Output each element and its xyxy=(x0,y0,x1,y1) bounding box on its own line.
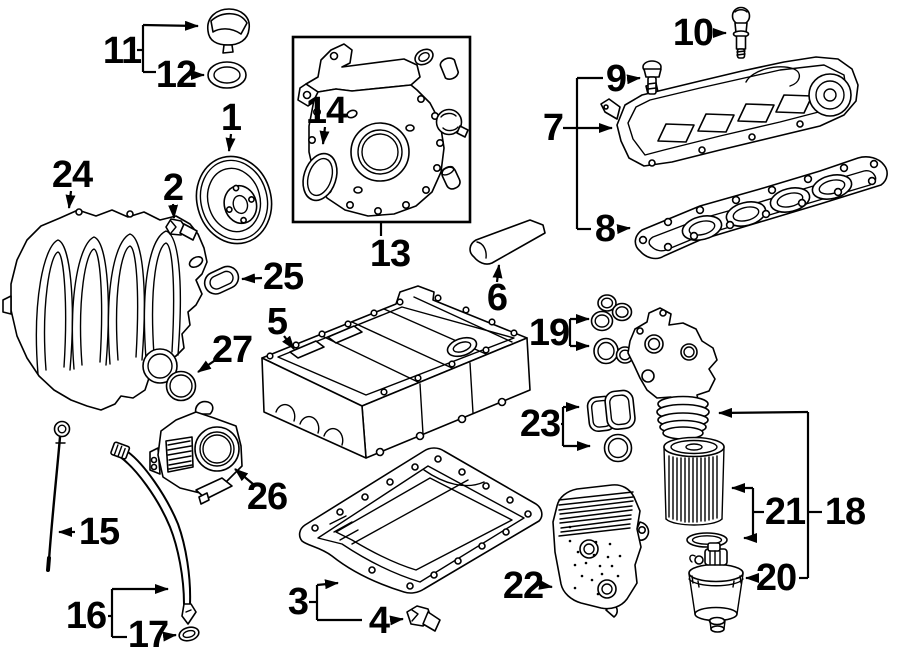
callout-16[interactable]: 16 xyxy=(65,595,107,637)
callout-17[interactable]: 17 xyxy=(127,614,169,656)
callout-19[interactable]: 19 xyxy=(528,312,570,354)
oil-cooler xyxy=(552,484,650,618)
oil-filter-housing xyxy=(627,307,718,440)
callout-25[interactable]: 25 xyxy=(262,256,304,298)
callout-1[interactable]: 1 xyxy=(220,97,242,139)
oil-pan-upper xyxy=(261,285,531,459)
valve-cover xyxy=(600,56,859,167)
callout-18[interactable]: 18 xyxy=(824,491,866,533)
callout-23[interactable]: 23 xyxy=(519,403,561,445)
callout-22[interactable]: 22 xyxy=(502,565,544,607)
callout-21[interactable]: 21 xyxy=(764,491,806,533)
oil-pan-lower xyxy=(298,447,543,594)
callout-13[interactable]: 13 xyxy=(369,233,411,275)
leader-lines xyxy=(58,20,822,642)
callout-10[interactable]: 10 xyxy=(672,12,714,54)
callout-8[interactable]: 8 xyxy=(594,208,616,250)
callout-15[interactable]: 15 xyxy=(78,511,120,553)
timing-cover xyxy=(297,43,445,217)
callout-5[interactable]: 5 xyxy=(266,301,288,343)
callout-26[interactable]: 26 xyxy=(246,476,288,518)
timing-cover-small-seals xyxy=(414,48,469,190)
seal-set xyxy=(590,294,635,365)
oil-filter-cap xyxy=(688,542,744,633)
oil-filter-element xyxy=(663,436,725,526)
mounting-stud xyxy=(731,6,751,59)
dipstick-tube-seal xyxy=(178,626,200,642)
callout-12[interactable]: 12 xyxy=(155,54,197,96)
crankshaft-seal xyxy=(302,152,338,202)
callout-20[interactable]: 20 xyxy=(755,557,797,599)
oil-filler-cap xyxy=(207,8,251,54)
callout-7[interactable]: 7 xyxy=(542,107,564,149)
manifold-seal xyxy=(203,265,240,295)
pulley-bolt xyxy=(165,218,198,241)
filler-cap-seal xyxy=(207,61,247,89)
throttle-body xyxy=(149,400,243,505)
callout-9[interactable]: 9 xyxy=(605,58,627,100)
manifold-o-ring xyxy=(165,370,197,402)
callout-4[interactable]: 4 xyxy=(368,600,390,642)
callout-14[interactable]: 14 xyxy=(305,90,347,132)
callout-3[interactable]: 3 xyxy=(287,581,309,623)
callout-6[interactable]: 6 xyxy=(486,277,508,319)
oil-dipstick xyxy=(46,420,71,572)
callout-2[interactable]: 2 xyxy=(162,167,184,209)
callout-11[interactable]: 11 xyxy=(102,30,142,72)
crankshaft-pulley xyxy=(195,155,273,245)
oil-drain-plug xyxy=(406,605,441,632)
dipstick-tube xyxy=(110,441,197,625)
callout-24[interactable]: 24 xyxy=(51,154,93,196)
valve-cover-gasket xyxy=(634,156,888,260)
sealing-wedge xyxy=(469,219,546,265)
intake-manifold xyxy=(2,208,208,411)
gasket-set xyxy=(586,389,636,463)
callout-27[interactable]: 27 xyxy=(211,329,253,371)
filter-o-ring xyxy=(686,532,728,548)
valve-cover-bolt xyxy=(642,60,662,95)
